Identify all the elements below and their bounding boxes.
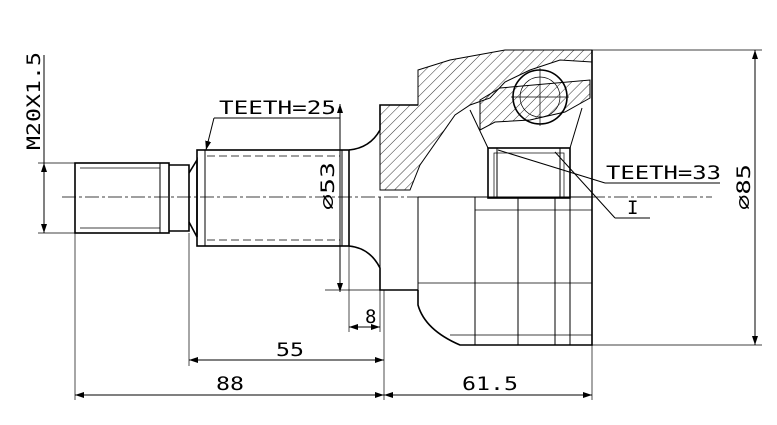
dim-55-label: 55 [276, 339, 304, 361]
dim-88-label: 88 [216, 373, 244, 395]
teeth-33-leader [497, 149, 720, 184]
thread-label: M20X1.5 [23, 52, 45, 150]
dim-8-label: 8 [365, 306, 376, 328]
teeth-outer-label: TEETH=25 [219, 97, 336, 119]
detail-label: I [627, 197, 638, 219]
shaft-diameter-dimension [325, 104, 380, 292]
dim-55 [188, 233, 385, 366]
dim-8 [348, 246, 381, 332]
thread-dimension [38, 55, 75, 234]
body-diameter-dimension [592, 49, 762, 346]
dim-88-61-5 [74, 233, 593, 400]
shaft-diameter-label: ⌀53 [317, 162, 339, 210]
threaded-stub [74, 157, 198, 238]
dim-61-5-label: 61.5 [462, 373, 518, 395]
body-diameter-label: ⌀85 [733, 164, 755, 210]
detail-i-leader [554, 151, 650, 219]
teeth-inner-label: TEETH=33 [606, 162, 721, 184]
teeth-25-leader [205, 117, 340, 151]
outer-housing [379, 49, 593, 346]
inner-race [469, 68, 591, 199]
